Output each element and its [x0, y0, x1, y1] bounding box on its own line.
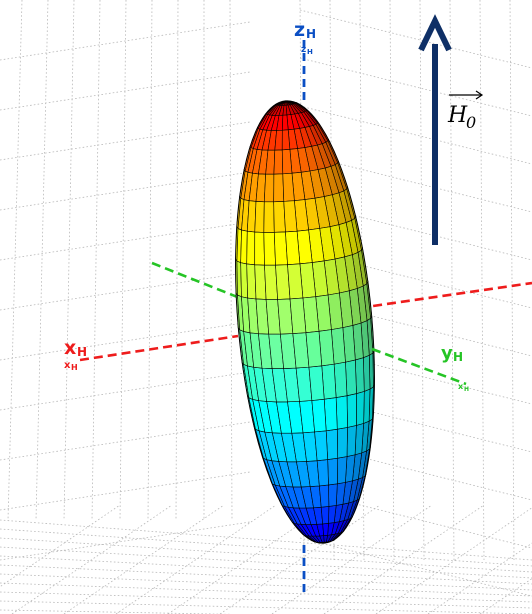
field-subscript: 0	[466, 113, 476, 132]
y-axis-tick-label: x	[458, 382, 464, 391]
grid-line-floor-a	[0, 582, 532, 603]
x-axis-back-segment	[289, 281, 532, 320]
z-axis-label-sub: H	[306, 27, 316, 41]
grid-line-left-horizontal	[0, 21, 251, 61]
surface-mesh-face	[305, 330, 323, 368]
grid-line-left-horizontal	[0, 271, 251, 311]
grid-line-floor-a	[0, 564, 532, 591]
field-arrow	[418, 14, 452, 245]
x-axis-tick-sub: H	[71, 363, 78, 372]
x-axis-label: x	[64, 337, 76, 359]
grid-line-floor-a	[0, 537, 532, 573]
grid-line-floor-b	[0, 504, 121, 588]
grid-line-left-vertical	[91, 0, 101, 521]
ellipsoid-surface	[235, 100, 375, 544]
grid-line-floor-b	[115, 504, 277, 614]
grid-line-left-horizontal	[0, 371, 251, 411]
surface-mesh-face	[314, 430, 328, 462]
grid-line-left-vertical	[63, 0, 75, 521]
grid-line-left-vertical	[119, 0, 127, 521]
grid-line-right-vertical	[449, 0, 455, 561]
x-axis-tick-label: x	[64, 360, 71, 371]
field-symbol: H	[447, 103, 468, 128]
grid-line-floor-a	[0, 609, 235, 614]
grid-line-left-horizontal	[0, 421, 251, 461]
grid-line-floor-b	[11, 504, 173, 614]
y-axis-tick-sub: H	[464, 386, 469, 393]
grid-line-right-horizontal	[299, 9, 532, 69]
grid-line-right-vertical	[479, 0, 485, 561]
grid-line-left-horizontal	[0, 121, 251, 161]
surface-mesh-face	[289, 297, 307, 334]
grid-line-floor-a	[0, 555, 532, 585]
grid-line-left-horizontal	[0, 71, 251, 111]
field-arrow-head	[418, 14, 452, 52]
z-axis-tick-sub: H	[307, 48, 313, 56]
grid-line-right-vertical	[509, 0, 515, 561]
y-axis-label-sub: H	[453, 350, 463, 364]
y-axis-label: y	[441, 343, 453, 364]
x-axis-label-sub: H	[77, 345, 87, 359]
grid-line-left-vertical	[147, 0, 153, 521]
x-axis-front-segment	[79, 334, 239, 362]
grid-line-right-vertical	[389, 0, 395, 561]
grid-line-right-horizontal	[299, 57, 532, 117]
surface-mesh-face	[283, 200, 298, 233]
axis-labels: z H z H x H x H y H x H	[64, 19, 469, 393]
grid-line-floor-a	[0, 591, 532, 609]
surface-mesh-face	[285, 230, 301, 266]
z-axis-label: z	[294, 19, 305, 41]
grid-line-left-horizontal	[0, 221, 251, 261]
axes-in-front-of-surface	[79, 334, 467, 596]
grid-line-floor-b	[63, 504, 225, 614]
grid-line-left-horizontal	[0, 171, 251, 211]
surface-mesh-face	[287, 263, 304, 300]
grid-line-floor-a	[0, 573, 532, 597]
grid-line-left-horizontal	[0, 521, 251, 561]
grid-line-left-vertical	[229, 0, 233, 521]
surface-outline	[235, 100, 375, 544]
surface-mesh-face	[319, 484, 330, 508]
grid-line-floor-a	[0, 600, 532, 614]
grid-line-right-vertical	[419, 0, 425, 561]
grid-line-floor-a	[0, 519, 532, 561]
surface-mesh-face	[316, 459, 329, 487]
grid-line-left-vertical	[35, 0, 49, 521]
grid-line-floor-a	[0, 546, 532, 579]
vector-overline-head	[475, 90, 484, 100]
surface-mesh-face	[311, 398, 327, 433]
grid-line-left-horizontal	[0, 321, 251, 361]
surface-mesh-face	[308, 365, 325, 401]
grid-line-left-horizontal	[0, 471, 251, 511]
z-axis-tick-label: z	[301, 45, 306, 55]
grid-line-left-vertical	[7, 0, 23, 521]
grid-line-left-vertical	[175, 0, 179, 521]
field-label: H 0	[447, 90, 484, 132]
y-axis-front-segment	[371, 347, 467, 386]
